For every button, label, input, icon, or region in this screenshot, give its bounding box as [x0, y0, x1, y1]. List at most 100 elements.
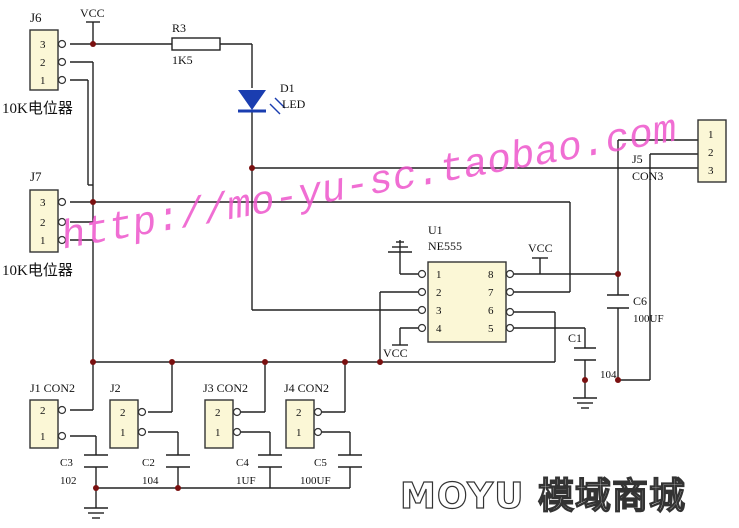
vcc-symbol-555: VCC: [528, 241, 553, 259]
ref-label: C4: [236, 457, 249, 469]
junction-dot: [90, 41, 96, 47]
connector-j5: 1 2 3 J5 CON3: [632, 119, 727, 183]
type-label: CON3: [632, 169, 663, 183]
value-label: 100UF: [300, 475, 331, 487]
value-label: 104: [142, 475, 159, 487]
ref-label: J6: [30, 10, 42, 25]
ref-label: C5: [314, 457, 327, 469]
pin-label: 1: [215, 427, 221, 439]
ref-label: J1 CON2: [30, 381, 75, 395]
value-label: 104: [600, 369, 617, 381]
junction-dot: [175, 485, 181, 491]
pin-label: 2: [296, 407, 302, 419]
junction-dot: [342, 359, 348, 365]
junction-dot: [582, 377, 588, 383]
pin-label: 1: [708, 129, 714, 141]
junction-dot: [615, 377, 621, 383]
capacitor-c1: C1 104: [568, 331, 617, 381]
connector-j7: 3 2 1 J7 10K电位器: [2, 169, 73, 279]
capacitor-c6: C6 100UF: [607, 294, 664, 325]
ref-label: J3 CON2: [203, 381, 248, 395]
pin-label: 2: [40, 405, 46, 417]
connector-j4: 2 1 J4 CON2: [284, 381, 329, 449]
pin-label: 7: [488, 287, 494, 299]
connector-j3: 2 1 J3 CON2: [203, 381, 248, 449]
type-label: NE555: [428, 239, 462, 253]
wires: [70, 22, 700, 508]
connector-body: [29, 189, 59, 253]
part-label: 10K电位器: [2, 100, 73, 117]
connector-j6: 3 2 1 J6 10K电位器: [2, 10, 73, 117]
emission-arrow-icon: [274, 97, 286, 109]
connector-body: [29, 29, 59, 91]
ref-label: C2: [142, 457, 155, 469]
ground-symbol-bottom: [84, 507, 108, 519]
junction-dot: [262, 359, 268, 365]
ref-label: J4 CON2: [284, 381, 329, 395]
value-label: 1K5: [172, 53, 193, 67]
led-body: [238, 90, 266, 110]
pin-label: 2: [40, 57, 46, 69]
pin-label: 2: [40, 217, 46, 229]
pin-label: 1: [296, 427, 302, 439]
value-label: 1UF: [236, 475, 256, 487]
capacitor-c4: C4 1UF: [236, 454, 282, 487]
ref-label: J2: [110, 381, 121, 395]
ic-u1: U1 NE555 1 2 3 4 8 7 6 5: [417, 223, 515, 343]
pin-label: 8: [488, 269, 494, 281]
vcc-label: VCC: [80, 6, 105, 20]
resistor-r3: R3 1K5: [171, 21, 221, 67]
junction-dot: [169, 359, 175, 365]
pin-label: 2: [708, 147, 714, 159]
pin-label: 1: [120, 427, 126, 439]
pin-label: 1: [436, 269, 442, 281]
junction-dot: [90, 359, 96, 365]
pin-label: 3: [436, 305, 442, 317]
ref-label: J5: [632, 152, 643, 166]
pin-label: 3: [40, 197, 46, 209]
ref-label: U1: [428, 223, 443, 237]
connector-j2: 2 1 J2: [109, 381, 147, 449]
connector-body: [109, 399, 139, 449]
ref-label: C6: [633, 294, 647, 308]
pin-label: 3: [708, 165, 714, 177]
vcc-symbol-pin4: VCC: [383, 344, 408, 360]
pin-label: 5: [488, 323, 494, 335]
ref-label: C1: [568, 331, 582, 345]
pin-label: 1: [40, 235, 46, 247]
ref-label: J7: [30, 169, 42, 184]
pin-label: 6: [488, 305, 494, 317]
junction-dot: [615, 271, 621, 277]
connector-body: [697, 119, 727, 183]
capacitor-c5: C5 100UF: [300, 454, 362, 487]
ref-label: C3: [60, 457, 73, 469]
pin-label: 1: [40, 431, 46, 443]
connector-j1: 2 1 J1 CON2: [29, 381, 75, 449]
watermark-url: http://mo-yu-sc.taobao.com: [58, 109, 680, 262]
junction-dot: [90, 199, 96, 205]
connector-body: [285, 399, 315, 449]
vcc-label: VCC: [528, 241, 553, 255]
part-label: 10K电位器: [2, 262, 73, 279]
pin-label: 3: [40, 39, 46, 51]
ic-body: [427, 261, 507, 343]
resistor-body: [171, 37, 221, 51]
type-label: LED: [282, 97, 306, 111]
ref-label: D1: [280, 81, 295, 95]
connector-body: [204, 399, 234, 449]
junctions: [90, 41, 621, 491]
junction-dot: [93, 485, 99, 491]
value-label: 102: [60, 475, 77, 487]
pin-label: 2: [120, 407, 126, 419]
pin-label: 2: [436, 287, 442, 299]
led-d1: D1 LED: [238, 81, 306, 115]
pin-label: 4: [436, 323, 442, 335]
emission-arrow-icon: [269, 103, 281, 115]
capacitor-c3: C3 102: [60, 454, 108, 487]
junction-dot: [377, 359, 383, 365]
ground-symbol-555: [388, 240, 412, 253]
vcc-symbol-top: VCC: [80, 6, 105, 23]
vcc-label: VCC: [383, 346, 408, 360]
